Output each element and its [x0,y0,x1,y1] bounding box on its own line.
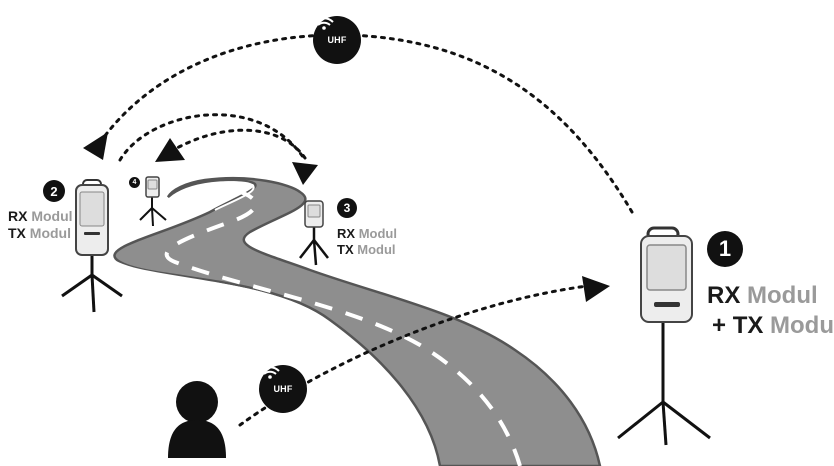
device-1-label-line2: + TX Modul [712,314,834,338]
modul-text: Modul [770,312,834,339]
person-icon [168,381,226,458]
tx-text: TX [337,242,354,257]
rx-text: RX [8,208,27,224]
device-1-label-line1: RX Modul [707,284,818,308]
speaker-1-leg-center [663,402,666,445]
person-icon-head [176,381,218,423]
arrowhead-to-3 [292,162,318,185]
uhf-badge-top: UHF [313,16,361,64]
tx-text: TX [8,225,26,241]
speaker-4-leg-center [152,208,153,226]
rx-text: RX [707,282,740,309]
signal-arc-3-to-4 [170,130,305,158]
speaker-3-grille [308,205,320,217]
speaker-1-leg-right [663,402,710,438]
modul-text: Modul [31,208,72,224]
speaker-4-grille [148,180,157,189]
speaker-2-logo [84,232,100,235]
speaker-1-leg-left [618,402,663,438]
speaker-4 [140,177,166,226]
uhf-badge-bottom: UHF [259,365,307,413]
plus-text: + [712,312,726,339]
speaker-2-leg-left [62,275,92,296]
speaker-3 [300,201,328,265]
speaker-1-grille [647,245,686,290]
device-3-label-line2: TX Modul [337,243,396,256]
speaker-4-leg-right [152,208,166,220]
speaker-1 [618,228,710,445]
number-badge-1: 1 [707,231,743,267]
speaker-2-grille [80,192,104,226]
modul-text: Modul [747,282,818,309]
tx-text: TX [733,312,764,339]
uhf-label: UHF [327,35,346,45]
uhf-label: UHF [273,384,292,394]
wifi-icon [259,365,281,379]
number-badge-4: 4 [129,177,140,188]
modul-text: Modul [359,226,397,241]
arrowhead-to-4 [155,138,185,162]
speaker-3-leg-left [300,240,314,258]
rx-text: RX [337,226,355,241]
speaker-2-leg-center [92,275,94,312]
signal-arc-1-to-2 [95,35,632,212]
person-icon-body [168,420,226,458]
speaker-2-leg-right [92,275,122,296]
modul-text: Modul [357,242,395,257]
device-2-label-line2: TX Modul [8,226,71,240]
arrowhead-to-1 [582,276,610,302]
number-badge-2: 2 [43,180,65,202]
device-2-label-line1: RX Modul [8,209,73,223]
arrowhead-to-2 [83,132,108,160]
speaker-4-leg-left [140,208,152,220]
speaker-2 [62,180,122,312]
wifi-icon [313,16,335,30]
device-3-label-line1: RX Modul [337,227,397,240]
speaker-1-logo [654,302,680,307]
number-badge-3: 3 [337,198,357,218]
modul-text: Modul [30,225,71,241]
